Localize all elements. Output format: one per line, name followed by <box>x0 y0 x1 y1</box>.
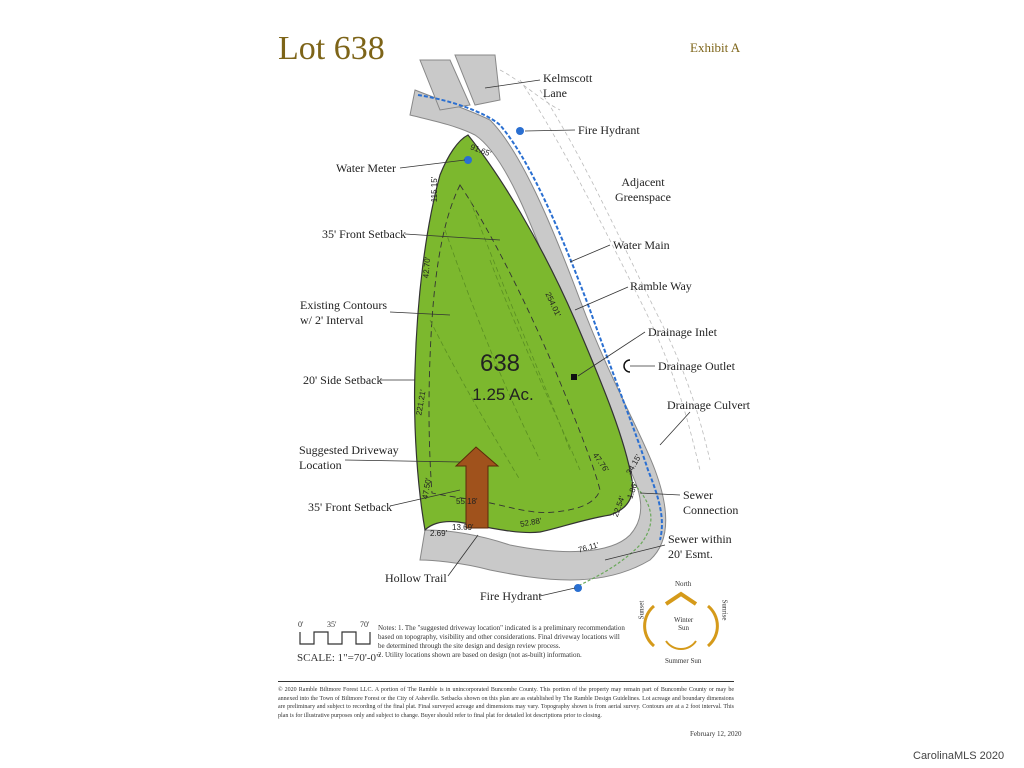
label-suggested-driveway: Suggested Driveway Location <box>299 443 399 472</box>
label-existing-contours: Existing Contours w/ 2' Interval <box>300 298 388 327</box>
adjacent-contours <box>499 69 711 471</box>
note-1: 1. The "suggested driveway location" ind… <box>378 624 625 650</box>
kelmscott-lane-road <box>419 54 501 111</box>
label-front-setback-top: 35' Front Setback <box>322 227 407 241</box>
scale-bar <box>299 631 371 645</box>
dimension-label: 55.18' <box>456 497 478 506</box>
sun-winter: Winter Sun <box>674 616 694 632</box>
dimension-label: 42.70' <box>421 256 433 279</box>
driveway-arrow <box>454 446 500 529</box>
label-ramble-way: Ramble Way <box>630 279 692 293</box>
setback-line <box>428 184 601 513</box>
sun-summer: Summer Sun <box>665 657 702 665</box>
sun-diagram <box>643 591 719 650</box>
dimension-label: 115.15' <box>430 176 440 203</box>
notes-head: Notes: <box>378 624 397 632</box>
footer-disclaimer: © 2020 Ramble Biltmore Forest LLC. A por… <box>278 687 734 719</box>
exhibit-label: Exhibit A <box>690 40 741 55</box>
label-front-setback-bottom: 35' Front Setback <box>308 500 393 514</box>
label-drainage-culvert: Drainage Culvert <box>667 398 750 412</box>
fire-hydrant-bottom <box>574 584 582 592</box>
watermark: CarolinaMLS 2020 <box>913 750 1005 762</box>
water-main-line <box>417 94 663 541</box>
scale-tick-35: 35' <box>327 620 337 629</box>
leader-lines <box>344 79 691 597</box>
label-sewer-connection: Sewer Connection <box>683 488 739 517</box>
lot-number: 638 <box>479 350 521 377</box>
label-kelmscott-lane: Kelmscott Lane <box>543 71 593 100</box>
scale-tick-0: 0' <box>298 620 304 629</box>
sun-sunset: Sunset <box>637 600 646 620</box>
water-meter-marker <box>464 156 472 164</box>
label-water-meter: Water Meter <box>336 161 396 175</box>
label-drainage-outlet: Drainage Outlet <box>658 359 735 373</box>
drainage-outlet-marker <box>623 359 631 373</box>
label-fire-hydrant-bottom: Fire Hydrant <box>480 589 542 603</box>
dimension-label: 13.69' <box>452 523 474 532</box>
scale-label: SCALE: 1"=70'-0" <box>297 652 381 664</box>
label-drainage-inlet: Drainage Inlet <box>648 325 717 339</box>
sun-north: North <box>675 580 692 588</box>
label-adjacent-greenspace: Adjacent Greenspace <box>615 175 671 204</box>
plan-date: February 12, 2020 <box>690 730 742 738</box>
dimension-label: 2.69' <box>430 529 448 538</box>
lot-area: 1.25 Ac. <box>472 385 534 404</box>
label-water-main: Water Main <box>613 238 670 252</box>
label-hollow-trail: Hollow Trail <box>385 571 447 585</box>
drainage-inlet-marker <box>571 374 577 380</box>
notes-block: Notes: 1. The "suggested driveway locati… <box>378 624 628 660</box>
sewer-line <box>579 479 652 586</box>
label-side-setback: 20' Side Setback <box>303 373 383 387</box>
note-2: 2. Utility locations shown are based on … <box>378 651 582 659</box>
sun-sunrise: Sunrise <box>720 599 729 621</box>
fire-hydrant-top <box>516 127 524 135</box>
label-fire-hydrant-top: Fire Hydrant <box>578 123 640 137</box>
footer-divider <box>278 681 734 682</box>
label-sewer-within: Sewer within 20' Esmt. <box>668 532 732 561</box>
contour-lines <box>429 199 581 481</box>
scale-tick-70: 70' <box>360 620 370 629</box>
plan-title: Lot 638 <box>278 30 385 67</box>
